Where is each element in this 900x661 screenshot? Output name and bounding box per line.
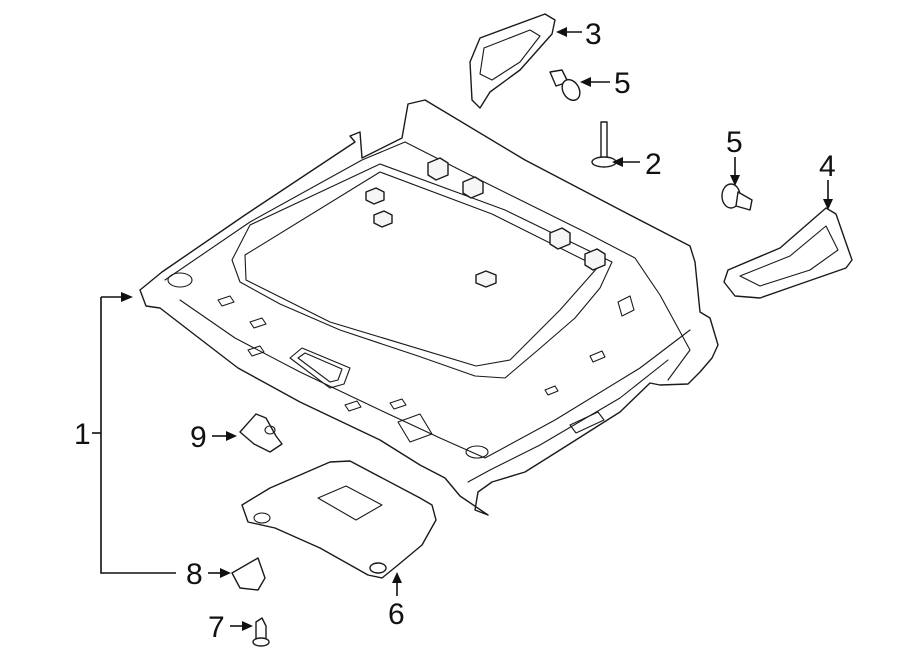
callout-1: 1	[74, 418, 91, 451]
callout-2: 2	[645, 148, 662, 181]
push-clip-lower	[721, 183, 753, 211]
callout-5-lower: 5	[726, 126, 743, 159]
screw-fastener	[252, 617, 270, 647]
coat-hook-bracket	[239, 413, 283, 453]
callout-9: 9	[190, 421, 207, 454]
callout-4: 4	[819, 150, 836, 183]
callout-3: 3	[585, 18, 602, 51]
callout-6: 6	[388, 598, 405, 631]
headliner-panel	[139, 99, 719, 516]
sun-visor	[241, 460, 437, 579]
trim-bracket-side	[723, 207, 853, 299]
callout-5-upper: 5	[614, 67, 631, 100]
stud-pin	[591, 121, 617, 168]
trim-bracket-upper	[469, 13, 556, 109]
cover-cap	[231, 557, 266, 591]
callout-8: 8	[186, 558, 203, 591]
callout-7: 7	[208, 611, 225, 644]
push-clip-upper	[549, 69, 581, 102]
leader-lines	[92, 27, 833, 631]
